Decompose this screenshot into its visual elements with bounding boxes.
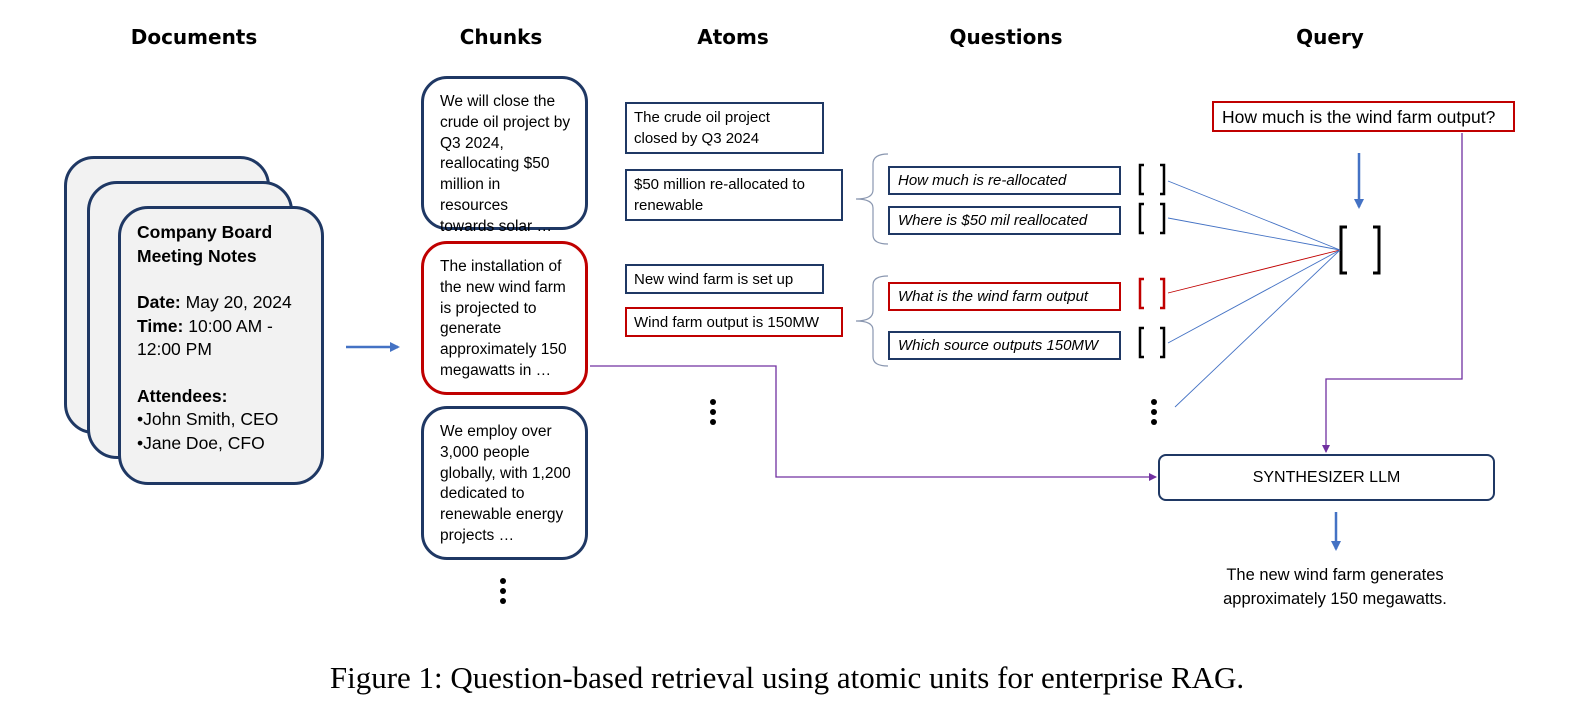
chunk-line: generate: [440, 320, 502, 338]
answer-text: The new wind farm generates approximatel…: [1175, 563, 1495, 611]
atom-box: The crude oil project closed by Q3 2024: [625, 102, 824, 154]
chunk-box: We will close the crude oil project by Q…: [421, 76, 588, 235]
synthesizer-llm-box: SYNTHESIZER LLM: [1158, 454, 1495, 501]
document-attendee: •John Smith, CEO: [137, 409, 279, 429]
question-box: Which source outputs 150MW: [888, 331, 1121, 360]
atom-line: $50 million re-allocated to: [634, 176, 805, 193]
similarity-line: [1174, 249, 1341, 408]
header-documents: Documents: [130, 25, 258, 49]
chunk-line: We will close the: [440, 93, 556, 110]
query-embedding-icon: [1339, 225, 1381, 275]
document-attendees-label: Attendees:: [137, 385, 228, 406]
header-chunks: Chunks: [459, 25, 543, 49]
chunk-line: The installation of: [440, 258, 562, 275]
atom-line: The crude oil project: [634, 109, 770, 126]
question-embedding-icon-highlighted: [1138, 277, 1166, 310]
question-embedding-icon: [1138, 326, 1166, 359]
answer-line: The new wind farm generates: [1226, 566, 1444, 584]
atom-box-highlighted: Wind farm output is 150MW: [625, 307, 843, 337]
chunk-line: 3,000 people: [440, 443, 530, 461]
document-attendee: •Jane Doe, CFO: [137, 432, 265, 453]
question-box: How much is re-allocated: [888, 166, 1121, 195]
chunk-to-synthesizer-line: [590, 365, 1157, 481]
brace-icon: [855, 275, 889, 367]
chunk-box: We employ over 3,000 people globally, wi…: [421, 406, 588, 560]
query-box: How much is the wind farm output?: [1212, 101, 1515, 132]
atom-line: Wind farm output is 150MW: [634, 314, 820, 331]
chunk-line: Q3 2024,: [440, 134, 504, 152]
brace-icon: [855, 153, 889, 245]
chunk-line: reallocating $50: [440, 155, 550, 173]
chunk-line: megawatts in …: [440, 361, 552, 379]
chunk-line: towards solar …: [440, 217, 552, 235]
chunk-line: projects …: [440, 526, 515, 544]
document-date: Date: May 20, 2024: [137, 292, 292, 312]
query-to-synthesizer-line: [1322, 133, 1463, 453]
question-embedding-icon: [1138, 163, 1166, 196]
answer-line: approximately 150 megawatts.: [1223, 590, 1447, 608]
header-query: Query: [1296, 25, 1364, 49]
atom-line: renewable: [634, 196, 704, 214]
document-card-front: Company Board Meeting Notes Date: May 20…: [118, 206, 324, 485]
chunk-line: is projected to: [440, 299, 537, 317]
atom-box: $50 million re-allocated to renewable: [625, 169, 843, 221]
similarity-line: [1167, 249, 1341, 344]
chunk-line: renewable energy: [440, 506, 564, 524]
chunk-line: We employ over: [440, 423, 552, 440]
figure-caption: Figure 1: Question-based retrieval using…: [329, 660, 1245, 695]
chunk-line: million in resources: [440, 176, 509, 214]
document-title: Company Board: [137, 222, 273, 242]
atom-box: New wind farm is set up: [625, 264, 824, 294]
chunk-line: the new wind farm: [440, 278, 566, 296]
document-time-end: 12:00 PM: [137, 339, 212, 359]
atom-line: closed by Q3 2024: [634, 129, 760, 147]
chunk-line: crude oil project by: [440, 113, 571, 131]
document-title-line2: Meeting Notes: [137, 245, 257, 266]
atom-line: New wind farm is set up: [634, 271, 794, 288]
similarity-line-highlighted: [1167, 249, 1341, 294]
chunk-line: globally, with 1,200: [440, 464, 571, 482]
document-time: Time: 10:00 AM -: [137, 315, 273, 336]
question-embedding-icon: [1138, 202, 1166, 235]
ellipsis-icon: [500, 578, 506, 604]
question-box: Where is $50 mil reallocated: [888, 206, 1121, 235]
ellipsis-icon: [1151, 399, 1157, 425]
header-questions: Questions: [949, 25, 1063, 49]
header-atoms: Atoms: [697, 25, 769, 49]
chunk-box-highlighted: The installation of the new wind farm is…: [421, 241, 588, 395]
similarity-line: [1167, 217, 1341, 251]
question-box-highlighted: What is the wind farm output: [888, 282, 1121, 311]
chunk-line: approximately 150: [440, 341, 567, 359]
chunk-line: dedicated to: [440, 485, 525, 503]
ellipsis-icon: [710, 399, 716, 425]
similarity-line: [1167, 180, 1341, 251]
